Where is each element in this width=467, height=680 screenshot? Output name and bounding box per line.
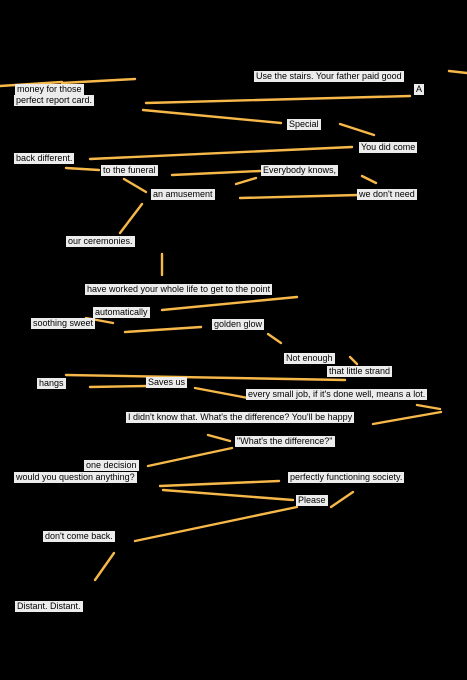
connector-line [93, 551, 116, 582]
connector-line [60, 77, 137, 85]
connector-line [64, 166, 101, 172]
connector-line [415, 403, 442, 411]
connector-line [144, 94, 412, 105]
connector-line [447, 69, 467, 75]
connector-line [193, 386, 250, 400]
connector-line [206, 433, 232, 443]
snippet-everybody-knows: Everybody knows, [261, 165, 339, 176]
connector-line [118, 202, 144, 235]
snippet-back-different: back different. [14, 153, 75, 164]
connector-line [160, 295, 299, 312]
snippet-money-for-those: money for those [15, 84, 84, 95]
connector-line [158, 479, 281, 488]
connector-line [64, 373, 347, 382]
connector-line [170, 169, 262, 177]
snippet-our-ceremonies: our ceremonies. [66, 236, 135, 247]
snippet-i-didnt-know: I didn't know that. What's the differenc… [126, 412, 355, 423]
snippet-distant: Distant. Distant. [15, 601, 83, 612]
snippet-dont-come-back: don't come back. [43, 531, 115, 542]
snippet-you-did-come: You did come [359, 142, 418, 153]
snippet-a: A [414, 84, 425, 95]
connector-line [348, 355, 359, 366]
snippet-to-the-funeral: to the funeral [101, 165, 158, 176]
snippet-an-amusement: an amusement [151, 189, 215, 200]
connector-line [329, 490, 355, 509]
snippet-every-small-job: every small job, if it's done well, mean… [246, 389, 428, 400]
connector-line [161, 488, 295, 502]
connector-line [123, 325, 203, 334]
snippet-whats-the-difference: "What's the difference?" [235, 436, 335, 447]
connector-line [141, 108, 283, 125]
snippet-one-decision: one decision [84, 460, 139, 471]
snippet-perfect-report-card: perfect report card. [14, 95, 95, 106]
snippet-have-worked: have worked your whole life to get to th… [85, 284, 273, 295]
snippet-perfectly-functioning: perfectly functioning society. [288, 472, 405, 483]
snippet-hangs: hangs [37, 378, 66, 389]
connector-line [234, 176, 258, 186]
snippet-golden-glow: golden glow [212, 319, 265, 330]
snippet-soothing-sweet: soothing sweet [31, 318, 96, 329]
snippet-use-the-stairs: Use the stairs. Your father paid good [254, 71, 404, 82]
connector-line [266, 332, 283, 345]
connector-line [371, 410, 443, 426]
connector-line [88, 145, 354, 161]
connector-line [238, 193, 360, 200]
snippet-please: Please [296, 495, 328, 506]
connector-line [88, 384, 150, 389]
snippet-saves-us: Saves us [146, 377, 188, 388]
snippet-that-little-strand: that little strand [327, 366, 393, 377]
snippet-special: Special [287, 119, 321, 130]
snippet-automatically: automatically [93, 307, 150, 318]
snippet-would-you-question: would you question anything? [14, 472, 137, 483]
connector-line [338, 122, 376, 137]
snippet-not-enough: Not enough [284, 353, 335, 364]
snippet-we-dont-need: we don't need [357, 189, 417, 200]
connector-line [133, 505, 299, 543]
connector-line [122, 177, 148, 194]
connector-line [146, 446, 234, 468]
connector-line [360, 174, 378, 185]
